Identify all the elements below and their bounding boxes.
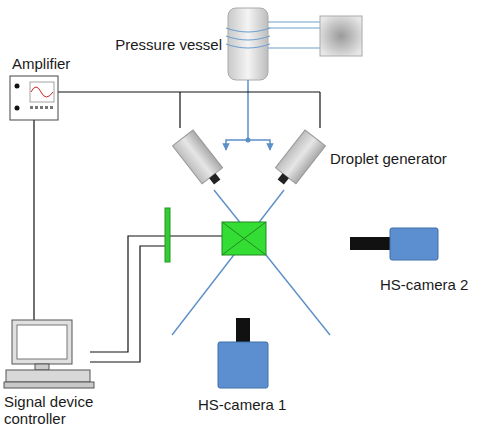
hs-camera — [350, 228, 438, 260]
feed-tube — [226, 80, 270, 150]
computer — [4, 320, 94, 388]
signal-wire — [34, 92, 320, 362]
equipment-label: Amplifier — [12, 55, 70, 72]
pressure-vessel — [226, 8, 362, 80]
droplet-jet — [172, 190, 330, 335]
light-source — [165, 208, 170, 262]
amplifier — [10, 76, 58, 120]
equipment-label: Signal device controller — [4, 393, 108, 427]
equipment-label: Droplet generator — [330, 150, 447, 167]
droplet-generator — [173, 130, 326, 190]
measurement-volume — [222, 222, 266, 255]
equipment-label: HS-camera 1 — [198, 396, 286, 413]
equipment-label: Pressure vessel — [115, 36, 222, 53]
equipment-label: HS-camera 2 — [380, 276, 468, 293]
hs-camera — [218, 318, 268, 388]
